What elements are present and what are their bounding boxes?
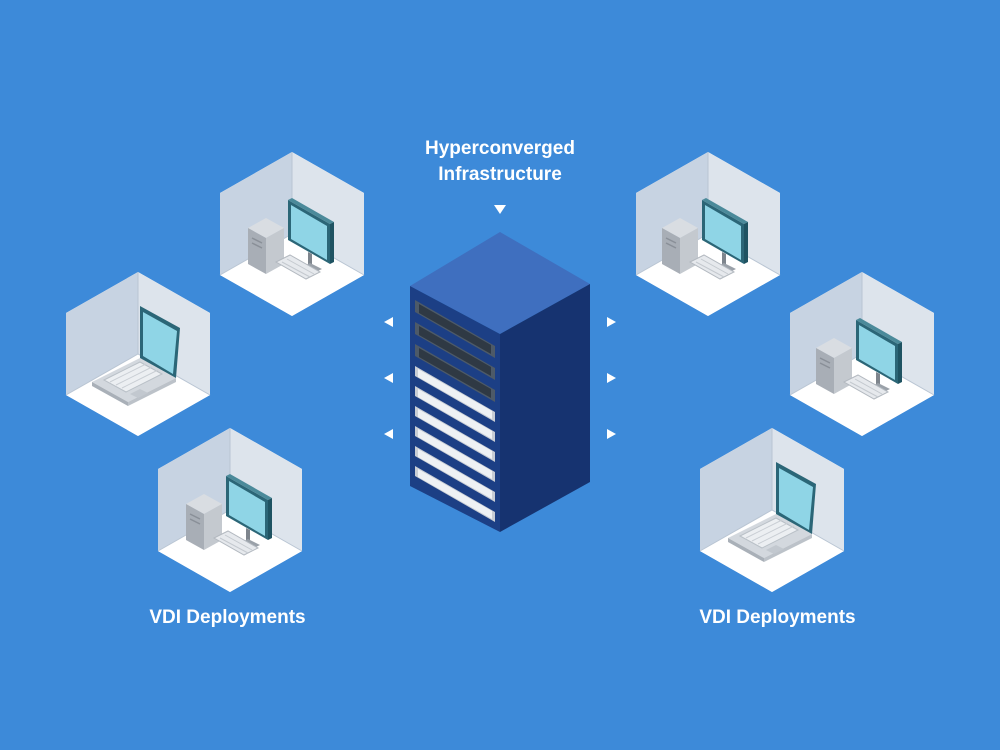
arrow-down-icon (494, 205, 506, 214)
vdi-deployments-right-label: VDI Deployments (699, 607, 856, 628)
arrow-right-icon (607, 373, 616, 383)
arrow-left-icon (384, 429, 393, 439)
arrow-right-icon (607, 317, 616, 327)
hci-title: Hyperconverged Infrastructure (350, 136, 650, 188)
workstation-left-1 (219, 151, 365, 317)
server-rack-icon (410, 232, 590, 532)
workstation-right-1 (635, 151, 781, 317)
workstation-left-2 (65, 271, 211, 437)
arrow-left-icon (384, 373, 393, 383)
workstation-right-3 (699, 427, 845, 593)
workstation-left-3 (157, 427, 303, 593)
connector-arrows (384, 205, 616, 439)
vdi-deployments-left-label: VDI Deployments (149, 607, 306, 628)
arrow-left-icon (384, 317, 393, 327)
arrow-right-icon (607, 429, 616, 439)
workstation-right-2 (789, 271, 935, 437)
hci-title-line2: Infrastructure (438, 164, 562, 185)
hci-title-line1: Hyperconverged (425, 138, 575, 159)
